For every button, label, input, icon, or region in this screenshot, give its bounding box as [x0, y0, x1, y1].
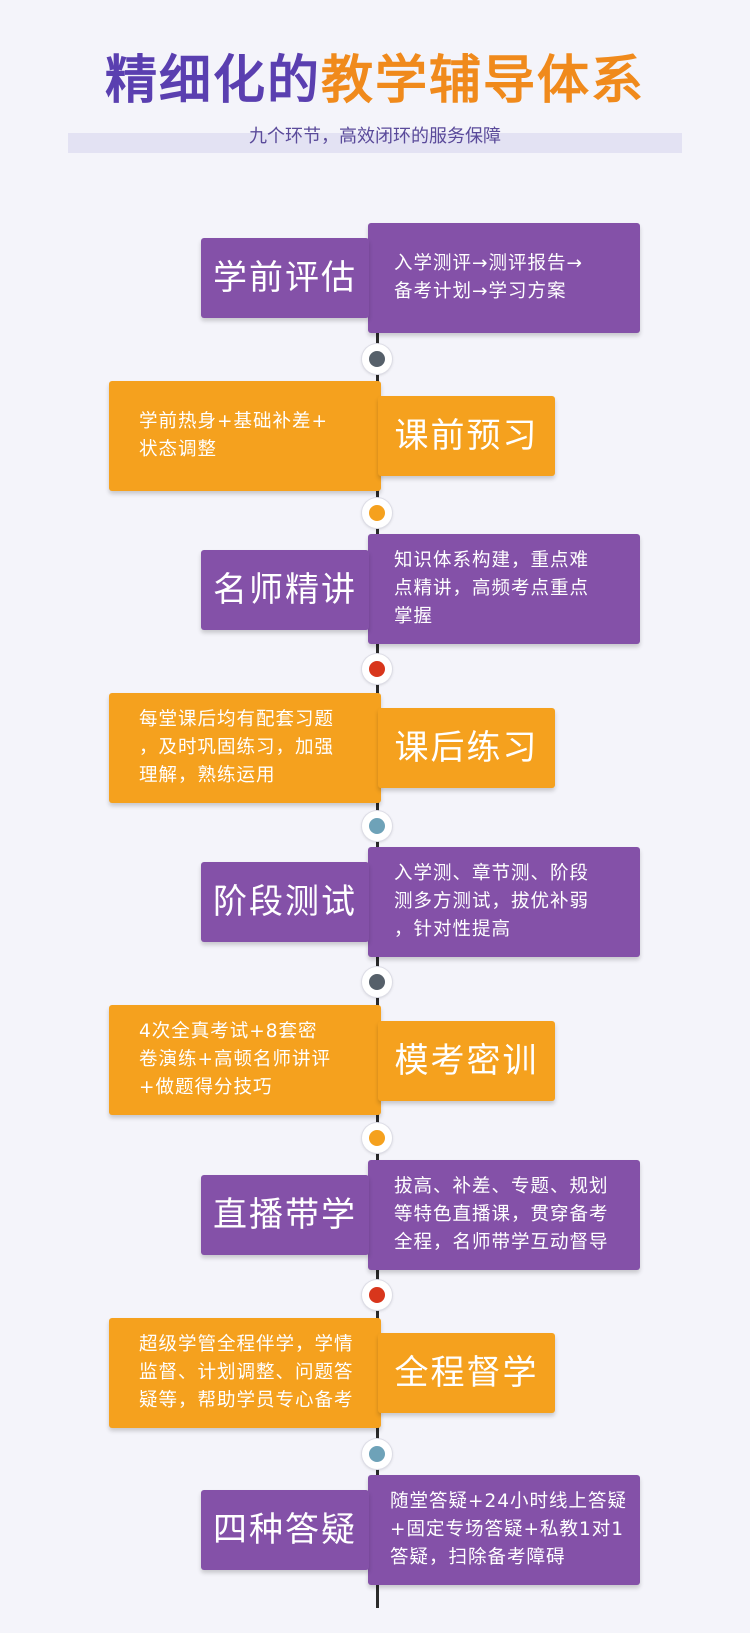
step-8-description: 超级学管全程伴学，学情监督、计划调整、问题答疑等，帮助学员专心备考 — [109, 1318, 381, 1428]
step-3-label: 名师精讲 — [201, 550, 369, 630]
step-1-label: 学前评估 — [201, 238, 369, 318]
timeline-dot-8 — [362, 1439, 392, 1469]
step-5-description: 入学测、章节测、阶段测多方测试，拔优补弱，针对性提高 — [368, 847, 640, 957]
step-5-label: 阶段测试 — [201, 862, 369, 942]
timeline-dot-7 — [362, 1280, 392, 1310]
step-2-label: 课前预习 — [378, 396, 555, 476]
step-3-description: 知识体系构建，重点难点精讲，高频考点重点掌握 — [368, 534, 640, 644]
step-2-description: 学前热身+基础补差+状态调整 — [109, 381, 381, 491]
page-subtitle: 九个环节，高效闭环的服务保障 — [249, 126, 501, 147]
timeline-dot-1 — [362, 344, 392, 374]
step-4-description: 每堂课后均有配套习题，及时巩固练习，加强理解，熟练运用 — [109, 693, 381, 803]
timeline-dot-2-core — [369, 505, 385, 521]
timeline-dot-3-core — [369, 661, 385, 677]
timeline-spine — [376, 318, 379, 1608]
title-part-1: 精细化的 — [104, 51, 321, 111]
step-9-label: 四种答疑 — [201, 1490, 369, 1570]
title-part-2: 教学辅导体系 — [321, 51, 646, 111]
timeline-dot-6 — [362, 1123, 392, 1153]
timeline-dot-5-core — [369, 974, 385, 990]
timeline-dot-3 — [362, 654, 392, 684]
step-8-label: 全程督学 — [378, 1333, 555, 1413]
timeline-dot-8-core — [369, 1446, 385, 1462]
timeline-dot-4-core — [369, 818, 385, 834]
step-1-description: 入学测评→测评报告→备考计划→学习方案 — [368, 223, 640, 333]
timeline-dot-4 — [362, 811, 392, 841]
timeline-dot-1-core — [369, 351, 385, 367]
timeline-dot-2 — [362, 498, 392, 528]
page-title: 精细化的教学辅导体系 — [0, 46, 750, 116]
timeline-dot-7-core — [369, 1287, 385, 1303]
step-7-label: 直播带学 — [201, 1175, 369, 1255]
step-6-label: 模考密训 — [378, 1021, 555, 1101]
step-7-description: 拔高、补差、专题、规划等特色直播课，贯穿备考全程，名师带学互动督导 — [368, 1160, 640, 1270]
step-6-description: 4次全真考试+8套密卷演练+高顿名师讲评+做题得分技巧 — [109, 1005, 381, 1115]
subtitle-band — [68, 133, 682, 153]
timeline-dot-6-core — [369, 1130, 385, 1146]
timeline-dot-5 — [362, 967, 392, 997]
step-4-label: 课后练习 — [378, 708, 555, 788]
